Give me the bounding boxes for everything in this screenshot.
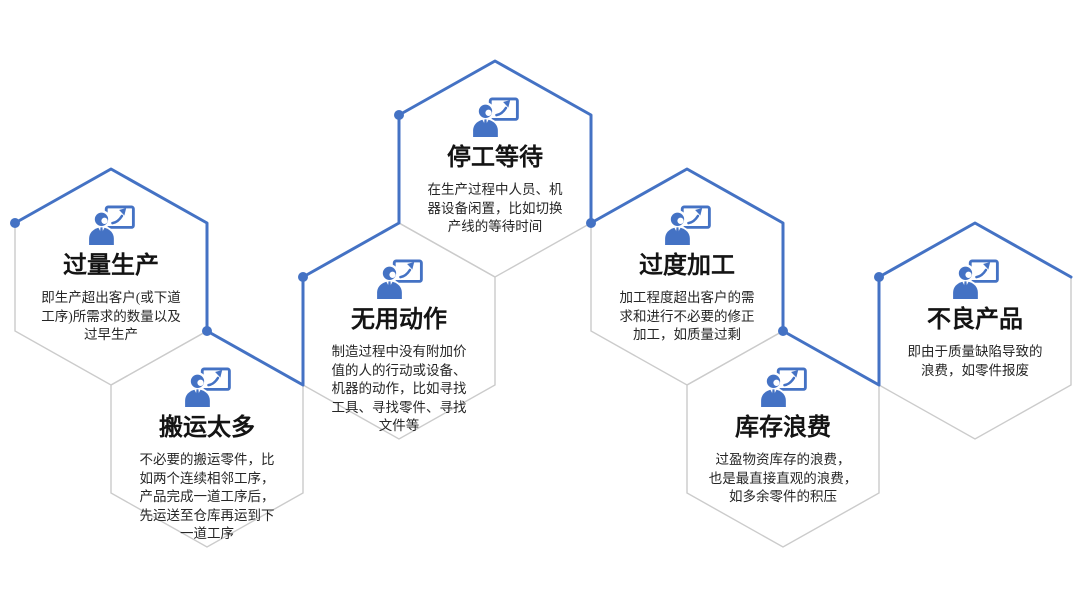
hexagon-title: 过量生产 [63, 253, 159, 279]
hexagon-description: 即生产超出客户(或下道 工序)所需求的数量以及 过早生产 [41, 290, 181, 342]
hexagon-title: 不良产品 [927, 307, 1023, 333]
connector-dot [586, 218, 596, 228]
hexagon-title: 无用动作 [351, 307, 447, 333]
hexagon-card-waiting: 停工等待 在生产过程中人员、机 器设备闲置，比如切换 产线的等待时间 [395, 97, 595, 237]
connector-dot [778, 326, 788, 336]
hexagon-title: 搬运太多 [159, 415, 255, 441]
hexagon-title: 库存浪费 [735, 415, 831, 441]
hexagon-description: 不必要的搬运零件，比 如两个连续相邻工序， 产品完成一道工序后， 先运送至仓库再… [139, 452, 275, 541]
connector-dot [202, 326, 212, 336]
hexagon-card-transport: 搬运太多 不必要的搬运零件，比 如两个连续相邻工序， 产品完成一道工序后， 先运… [107, 367, 307, 544]
hexagon-card-inventory: 库存浪费 过盈物资库存的浪费， 也是最直接直观的浪费， 如多余零件的积压 [683, 367, 883, 507]
presenter-chart-icon [470, 97, 520, 137]
connector-dot [10, 218, 20, 228]
presenter-chart-icon [950, 259, 1000, 299]
presenter-chart-icon [758, 367, 808, 407]
presenter-chart-icon [182, 367, 232, 407]
hexagon-description: 即由于质量缺陷导致的 浪费，如零件报废 [907, 344, 1043, 378]
presenter-chart-icon [374, 259, 424, 299]
hexagon-title: 停工等待 [447, 145, 543, 171]
hexagon-card-overproduction: 过量生产 即生产超出客户(或下道 工序)所需求的数量以及 过早生产 [11, 205, 211, 345]
hexagon-description: 制造过程中没有附加价 值的人的行动或设备、 机器的动作，比如寻找 工具、寻找零件… [331, 344, 467, 433]
hexagon-description: 加工程度超出客户的需 求和进行不必要的修正 加工，如质量过剩 [619, 290, 755, 342]
presenter-chart-icon [662, 205, 712, 245]
hexagon-description: 过盈物资库存的浪费， 也是最直接直观的浪费， 如多余零件的积压 [708, 452, 858, 504]
hexagon-card-motion: 无用动作 制造过程中没有附加价 值的人的行动或设备、 机器的动作，比如寻找 工具… [299, 259, 499, 436]
hexagon-card-defects: 不良产品 即由于质量缺陷导致的 浪费，如零件报废 [875, 259, 1075, 380]
presenter-chart-icon [86, 205, 136, 245]
hexagon-card-overprocessing: 过度加工 加工程度超出客户的需 求和进行不必要的修正 加工，如质量过剩 [587, 205, 787, 345]
connector-dots [10, 110, 884, 336]
connector-dot [298, 272, 308, 282]
hexagon-description: 在生产过程中人员、机 器设备闲置，比如切换 产线的等待时间 [427, 182, 563, 234]
connector-dot [874, 272, 884, 282]
connector-accent-path [13, 59, 1073, 387]
connector-dot [394, 110, 404, 120]
hexagon-title: 过度加工 [639, 253, 735, 279]
